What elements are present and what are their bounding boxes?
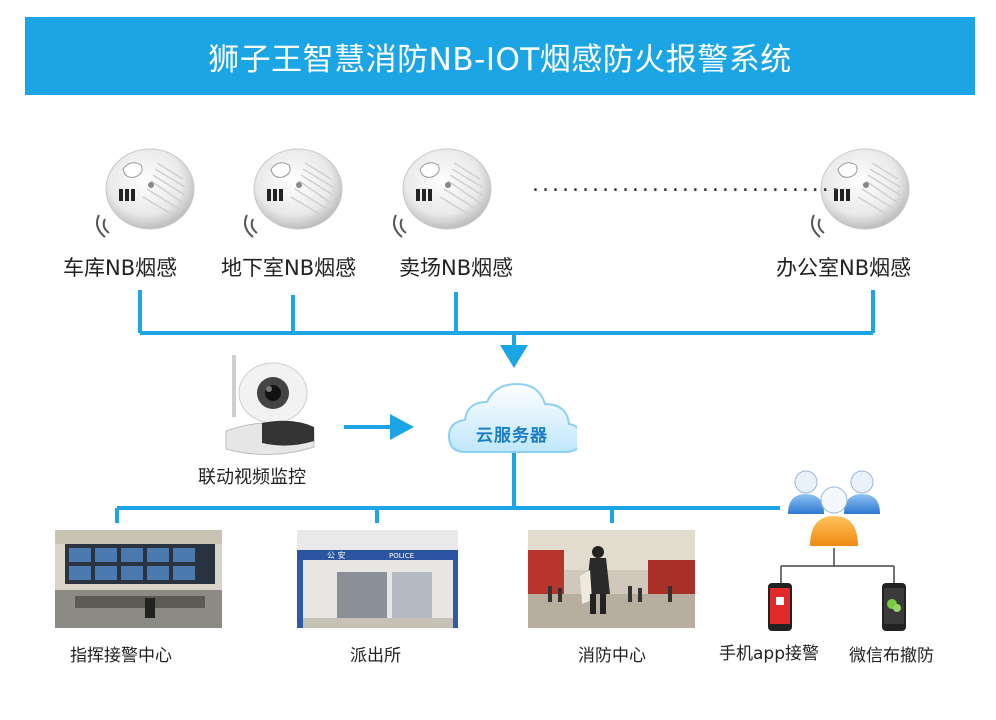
phone-app-icon (768, 583, 792, 631)
ellipsis: ............................... (532, 172, 842, 197)
camera-label: 联动视频监控 (198, 463, 306, 489)
smoke-detector-icon (95, 145, 195, 245)
detector-label-basement: 地下室NB烟感 (221, 252, 356, 282)
down-arrow-icon (500, 345, 528, 368)
users-group-icon (786, 470, 882, 546)
detector-label-store: 卖场NB烟感 (399, 252, 513, 282)
station-sign-right: POLICE (389, 552, 414, 560)
receiver-label-command: 指挥接警中心 (70, 641, 172, 666)
station-sign-left: 公 安 (327, 550, 346, 560)
detector-label-garage: 车库NB烟感 (63, 252, 177, 282)
smoke-detector-icon (392, 145, 492, 245)
receiver-label-police: 派出所 (350, 641, 401, 666)
detector-label-office: 办公室NB烟感 (776, 252, 911, 282)
cloud-server-label: 云服务器 (447, 421, 577, 446)
police-station-photo: 公 安 POLICE (297, 530, 458, 628)
mobile-label-app: 手机app接警 (719, 639, 819, 664)
camera-icon (218, 355, 318, 465)
wechat-phone-icon (882, 583, 906, 631)
mobile-label-wechat: 微信布撤防 (849, 641, 934, 666)
fire-center-photo (528, 530, 695, 628)
smoke-detector-icon (243, 145, 343, 245)
command-center-photo (55, 530, 222, 628)
receiver-label-fire: 消防中心 (578, 641, 646, 666)
right-arrow-icon (390, 414, 414, 440)
